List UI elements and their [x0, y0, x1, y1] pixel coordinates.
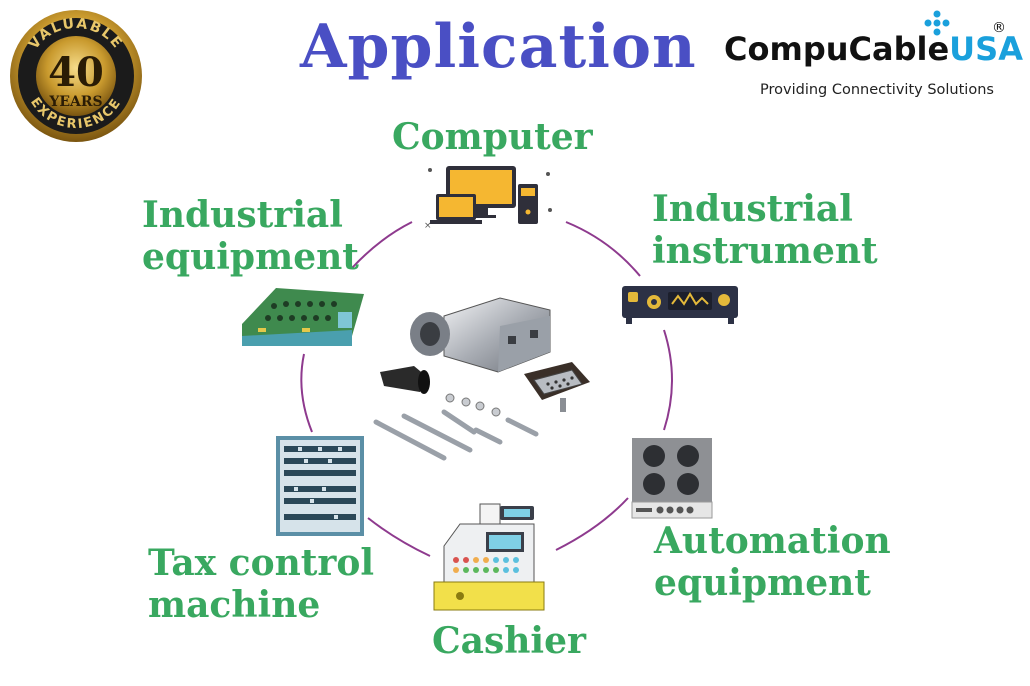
- label-tax-control-machine: Tax control machine: [148, 542, 375, 626]
- badge-middle-text: YEARS: [48, 94, 102, 110]
- computer-icon: ×: [424, 166, 552, 231]
- industrial-instrument-icon: [622, 286, 738, 324]
- badge-number: 40: [48, 49, 104, 96]
- cashier-icon: [433, 503, 545, 611]
- label-industrial-instrument: Industrial instrument: [652, 188, 878, 272]
- brand-dots-icon: [924, 10, 950, 36]
- svg-text:×: ×: [424, 221, 432, 231]
- connector-boot-icon: [380, 366, 430, 394]
- connector-hood-icon: [410, 297, 551, 373]
- experience-badge-icon: VALUABLE EXPERIENCE 40 YEARS: [10, 10, 142, 142]
- label-industrial-equipment: Industrial equipment: [142, 194, 359, 278]
- label-automation-equipment: Automation equipment: [654, 520, 891, 604]
- brand-tagline: Providing Connectivity Solutions: [760, 82, 994, 98]
- automation-equipment-icon: [631, 438, 713, 519]
- registered-mark: ®: [992, 20, 1006, 36]
- tax-control-machine-icon: [276, 436, 364, 536]
- label-computer: Computer: [392, 116, 593, 158]
- label-cashier: Cashier: [432, 620, 586, 662]
- brand-name: CompuCableUSA: [724, 30, 1023, 68]
- industrial-equipment-icon: [242, 288, 364, 346]
- page-title: Application: [300, 12, 697, 82]
- db9-connector-icon: [524, 362, 590, 412]
- screws-icon: [373, 393, 539, 461]
